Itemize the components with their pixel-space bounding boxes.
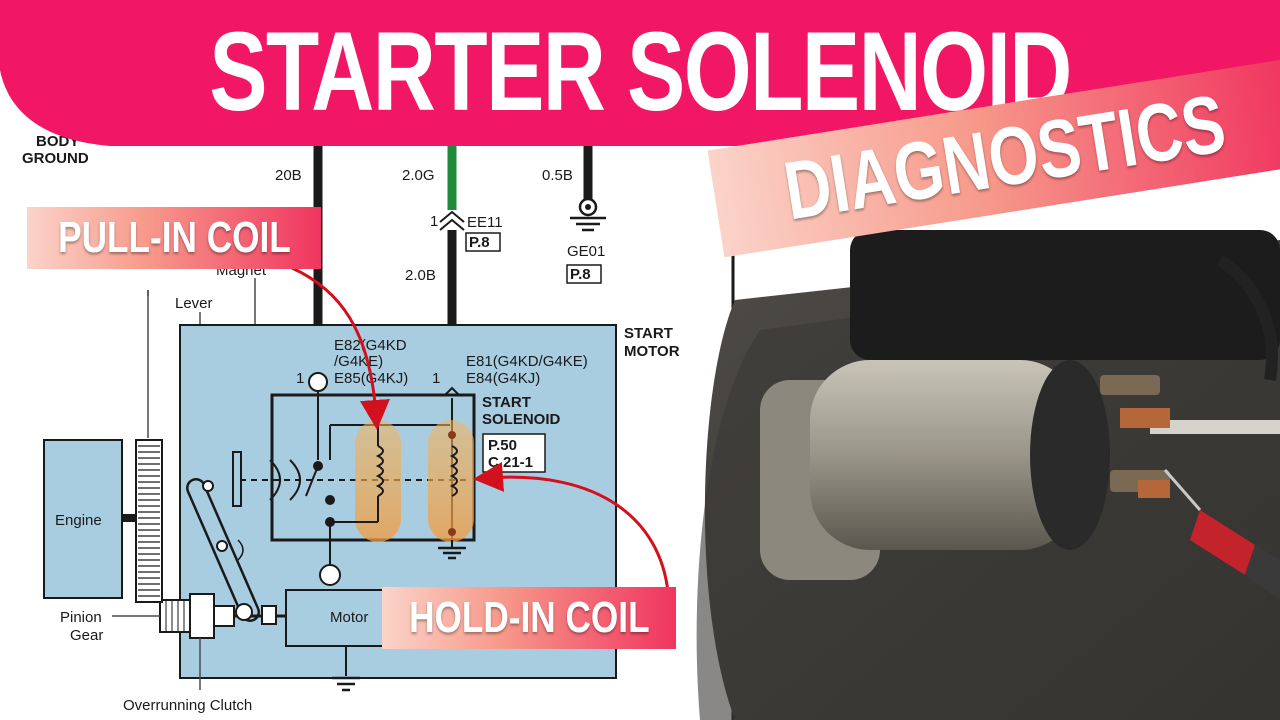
hold-in-coil-highlight [428,420,474,542]
pull-in-arrow [291,266,390,430]
motor-label: Motor [330,609,368,626]
plunger-plate [232,451,242,507]
e81-label: E81(G4KD/G4KE) [466,353,588,370]
p50-label: P.50 [488,437,517,454]
shift-lever [186,478,260,622]
pull-in-coil-highlight [355,420,401,542]
wire-20g-label: 2.0G [402,167,435,184]
p8-box-a [465,232,501,252]
start-motor-label-2: MOTOR [624,343,680,360]
pin-left: 1 [296,370,304,387]
ring-gear [135,439,163,603]
ee11-pin: 1 [430,213,438,230]
lever-label: Lever [175,295,213,312]
overrunning-clutch-label: Overrunning Clutch [123,697,252,714]
pin-right: 1 [432,370,440,387]
terminal-e82 [308,372,328,392]
gear-label: Gear [70,627,103,644]
c211-label: C.21-1 [488,454,533,471]
motor-ground-icon [332,676,360,692]
wire-20b-label: 20B [275,167,302,184]
overrunning-clutch [189,593,215,639]
start-solenoid-label-1: START [482,394,531,411]
e82b-label: /G4KE) [334,353,383,370]
e84-label: E84(G4KJ) [466,370,540,387]
starter-photo [696,230,1280,720]
pull-in-coil-text: PULL-IN COIL [57,213,291,262]
connector-ee11-bottom [439,218,465,231]
p8-label-a: P.8 [469,234,490,251]
ground-label: GROUND [22,150,89,167]
hold-in-coil-callout: HOLD-IN COIL [382,587,676,649]
solenoid-ground-icon [438,540,466,560]
ge01-label: GE01 [567,243,605,260]
p8-box-b [566,264,602,284]
ee11-label: EE11 [467,214,503,231]
ge01-ground-icon [570,197,606,232]
engine-label: Engine [55,512,102,529]
connector-ee11-top [439,210,465,223]
motor-terminal [319,564,341,586]
title-banner [0,0,1280,146]
pull-in-coil-callout: PULL-IN COIL [27,207,321,269]
hold-in-coil-text: HOLD-IN COIL [408,593,650,642]
e82-label: E82(G4KD [334,337,407,354]
wire-20b-2-label: 2.0B [405,267,436,284]
start-motor-label-1: START [624,325,673,342]
wire-05b-label: 0.5B [542,167,573,184]
p8-label-b: P.8 [570,266,591,283]
hold-in-arrow [473,461,670,593]
page-title: STARTER SOLENOID [209,9,1072,134]
start-solenoid-label-2: SOLENOID [482,411,561,428]
pinion-gear [159,599,191,633]
pinion-label: Pinion [60,609,102,626]
hold-in-coil-icon [448,431,458,536]
